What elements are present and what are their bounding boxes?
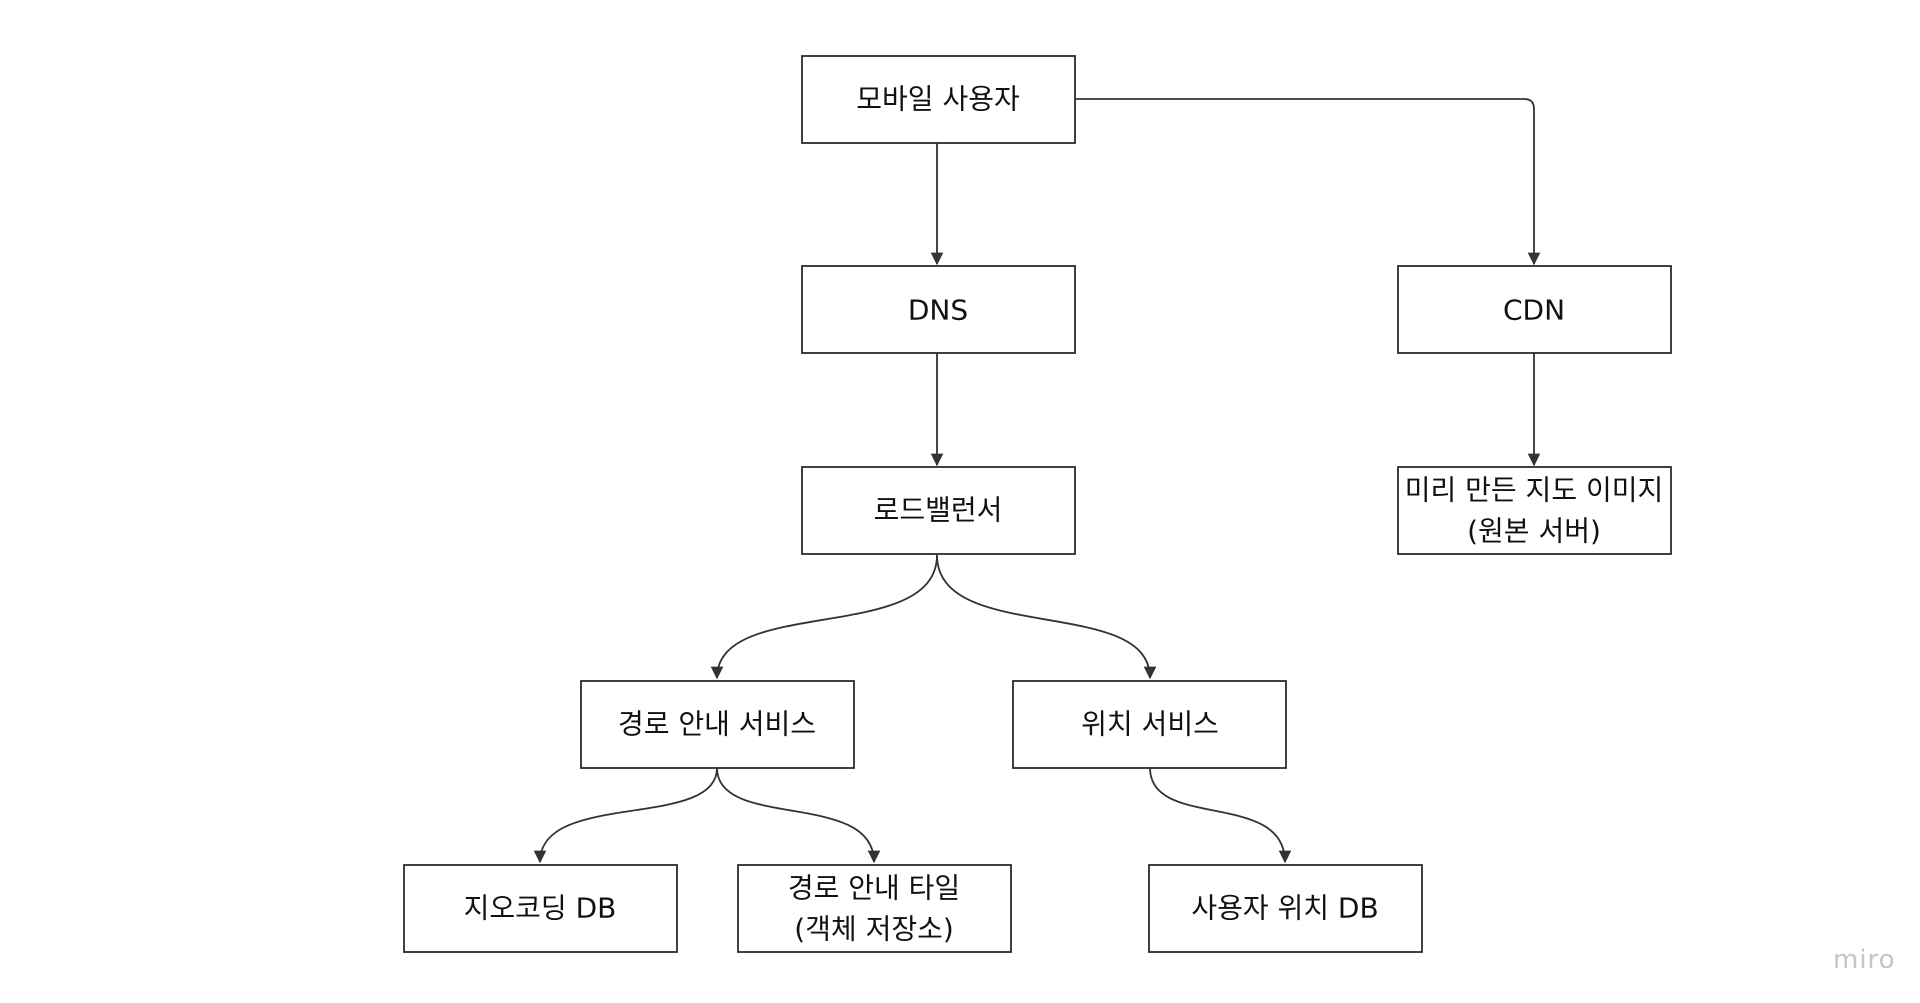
node-label: 지오코딩 DB xyxy=(464,892,617,925)
node-navigation-service[interactable]: 경로 안내 서비스 xyxy=(580,680,855,769)
miro-watermark: miro xyxy=(1833,945,1896,975)
edge-location-service-to-user-location-db xyxy=(1149,767,1292,864)
node-map-image-origin[interactable]: 미리 만든 지도 이미지 (원본 서버) xyxy=(1397,466,1672,555)
node-load-balancer[interactable]: 로드밸런서 xyxy=(801,466,1076,555)
node-dns[interactable]: DNS xyxy=(801,265,1076,354)
node-label-line-1: 미리 만든 지도 이미지 xyxy=(1405,474,1664,507)
nodes: 모바일 사용자 DNS CDN 로드밸런서 미리 만든 지도 이미지 (원본 서… xyxy=(403,55,1672,953)
node-label-line-2: (원본 서버) xyxy=(1467,515,1601,548)
node-label: DNS xyxy=(908,294,968,327)
node-cdn[interactable]: CDN xyxy=(1397,265,1672,354)
node-location-service[interactable]: 위치 서비스 xyxy=(1012,680,1287,769)
node-label-line-1: 경로 안내 타일 xyxy=(788,872,960,905)
node-user-location-db[interactable]: 사용자 위치 DB xyxy=(1148,864,1423,953)
node-label: 로드밸런서 xyxy=(874,494,1003,527)
edge-navigation-service-to-navigation-tiles xyxy=(716,767,881,864)
node-label: 모바일 사용자 xyxy=(856,83,1019,116)
node-navigation-tiles[interactable]: 경로 안내 타일 (객체 저장소) xyxy=(737,864,1012,953)
node-label: 위치 서비스 xyxy=(1081,708,1219,741)
edge-load-balancer-to-location-service xyxy=(936,554,1157,680)
node-mobile-user[interactable]: 모바일 사용자 xyxy=(801,55,1076,144)
node-label-line-2: (객체 저장소) xyxy=(794,913,954,946)
edge-navigation-service-to-geocoding-db xyxy=(533,767,718,864)
edge-mobile-user-to-cdn xyxy=(1075,98,1541,266)
edges xyxy=(533,98,1541,864)
node-label: 경로 안내 서비스 xyxy=(618,708,816,741)
node-label: 사용자 위치 DB xyxy=(1191,892,1378,925)
node-geocoding-db[interactable]: 지오코딩 DB xyxy=(403,864,678,953)
edge-load-balancer-to-navigation-service xyxy=(710,554,938,680)
node-label: CDN xyxy=(1503,294,1565,327)
